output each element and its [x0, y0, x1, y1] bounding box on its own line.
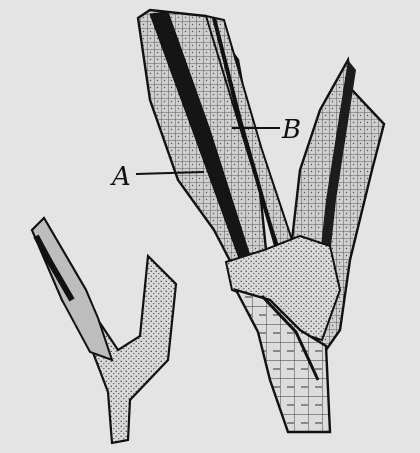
main-shoot [138, 10, 384, 432]
label-b: B [281, 115, 301, 145]
small-twig [32, 218, 176, 443]
label-a: A [110, 162, 131, 192]
